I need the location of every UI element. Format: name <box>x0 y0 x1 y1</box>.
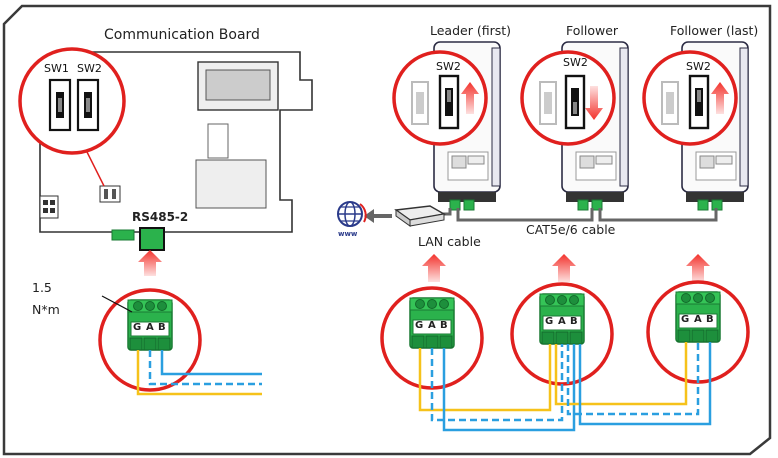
torque-unit: N*m <box>32 302 60 317</box>
follower-last-switch-zoom <box>642 50 738 146</box>
pin-b-2: B <box>570 316 578 327</box>
cat-cable-label: CAT5e/6 cable <box>526 222 616 237</box>
torque-value: 1.5 <box>32 280 52 295</box>
pin-a-2: A <box>558 316 566 327</box>
pin-b: B <box>158 322 166 333</box>
www-label: www <box>338 230 358 238</box>
sw2-switch <box>76 78 100 132</box>
sw1-switch <box>48 78 72 132</box>
arrow-inverter-1 <box>422 254 446 282</box>
inverter-sw-1: SW2 <box>436 60 461 73</box>
leader-switch-zoom <box>392 50 488 146</box>
pin-b-3: B <box>706 314 714 325</box>
wire-a <box>148 350 262 386</box>
inverter-label-1: Leader (first) <box>430 23 512 38</box>
follower-switch-zoom <box>520 50 616 146</box>
wire-b <box>160 350 262 376</box>
arrow-board <box>138 250 162 276</box>
globe-icon <box>337 201 367 227</box>
inverter-label-2: Follower <box>566 23 619 38</box>
sw1-label: SW1 <box>44 62 69 75</box>
communication-board <box>39 51 313 251</box>
cat-cable-2 <box>598 208 718 222</box>
board-switch-zoom-circle <box>18 47 126 155</box>
arrow-inverter-2 <box>552 254 576 282</box>
daisy-chain-wires <box>418 342 712 432</box>
inverter-sw-3: SW2 <box>686 60 711 73</box>
port-label: RS485-2 <box>132 210 189 224</box>
pin-g-3: G <box>681 314 690 325</box>
pin-g-2: G <box>545 316 554 327</box>
pin-a: A <box>146 322 154 333</box>
arrow-inverter-3 <box>686 254 710 282</box>
cat-cable-1 <box>456 208 594 222</box>
router-icon <box>394 205 447 227</box>
inverter-label-3: Follower (last) <box>670 23 759 38</box>
zoom-line <box>85 149 105 187</box>
wire-g <box>136 350 262 396</box>
pin-a-1: A <box>428 320 436 331</box>
outer-frame <box>2 4 772 456</box>
pin-g: G <box>133 322 142 333</box>
pin-a-3: A <box>694 314 702 325</box>
sw2-label: SW2 <box>77 62 102 75</box>
lan-cable-label: LAN cable <box>418 234 481 249</box>
pin-b-1: B <box>440 320 448 331</box>
inverter-sw-2: SW2 <box>563 56 588 69</box>
torque-leader-line <box>101 295 133 313</box>
internet-arrow <box>364 209 392 223</box>
pin-g-1: G <box>415 320 424 331</box>
board-title: Communication Board <box>104 27 260 43</box>
